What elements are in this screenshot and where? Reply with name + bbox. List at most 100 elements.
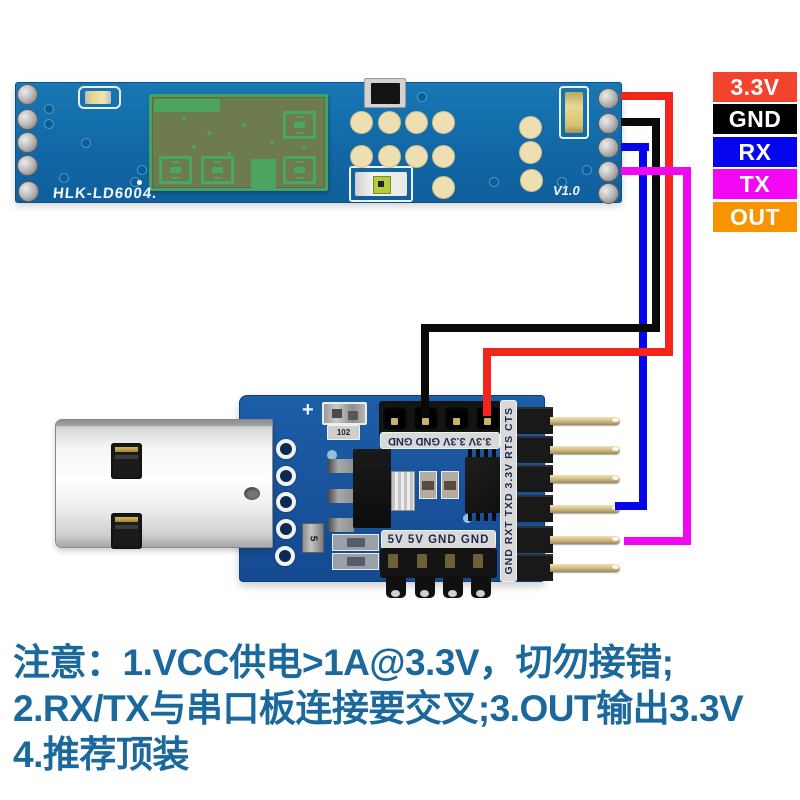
radar-left-pin-solder bbox=[18, 181, 39, 202]
bottom-header-pin bbox=[443, 576, 463, 598]
usb-pin-hole bbox=[276, 466, 296, 486]
smd-diode-5: 5 bbox=[302, 523, 324, 553]
pcb-pad bbox=[405, 145, 428, 168]
label-tx: TX bbox=[713, 169, 797, 199]
right-header-plastic bbox=[517, 495, 553, 522]
smd-capacitor bbox=[559, 86, 589, 139]
radar-pin-out bbox=[598, 183, 619, 204]
wire-tx bbox=[683, 167, 691, 545]
label-3v3: 3.3V bbox=[713, 72, 797, 102]
bottom-header-pin bbox=[386, 576, 406, 598]
radar-silkscreen-name: HLK-LD6004. bbox=[52, 185, 159, 202]
note-line-3: 4.推荐顶装 bbox=[13, 734, 189, 775]
header-socket-gnd bbox=[382, 406, 408, 431]
serial-pin-rts bbox=[550, 446, 620, 454]
status-led bbox=[349, 166, 413, 202]
wire-gnd bbox=[421, 324, 660, 332]
regulator-leg bbox=[328, 518, 354, 532]
antenna-feed-strip bbox=[154, 99, 220, 112]
right-header-plastic bbox=[517, 436, 553, 463]
smd-led bbox=[78, 86, 121, 109]
smd-fuse bbox=[322, 402, 367, 425]
serial-pin-rxd bbox=[550, 536, 620, 544]
wire-3v3 bbox=[621, 92, 673, 100]
antenna-element bbox=[201, 156, 234, 184]
bottom-header-silkscreen: 5V 5V GND GND bbox=[382, 531, 495, 548]
usb-shell-edge bbox=[56, 420, 272, 426]
wire-rx bbox=[621, 143, 649, 151]
radar-left-pin-solder bbox=[17, 155, 38, 176]
smd-capacitor bbox=[419, 471, 437, 499]
label-gnd: GND bbox=[713, 104, 797, 134]
wire-3v3 bbox=[483, 348, 673, 356]
usage-notes: 注意：1.VCC供电>1A@3.3V，切勿接错; 2.RX/TX与串口板连接要交… bbox=[13, 640, 791, 778]
smd-resistor-102: 102 bbox=[327, 425, 360, 440]
right-header-plastic bbox=[517, 407, 553, 434]
wire-rx bbox=[615, 502, 647, 510]
antenna-element bbox=[283, 156, 316, 184]
radar-left-pin-solder bbox=[17, 84, 38, 105]
wire-tx bbox=[624, 537, 691, 545]
smd-crystal bbox=[364, 78, 406, 108]
usb-uart-ic bbox=[465, 457, 505, 513]
usb-pin-hole bbox=[275, 546, 295, 566]
regulator-leg bbox=[328, 459, 354, 473]
wire-tx bbox=[621, 167, 691, 175]
usb-pin-hole bbox=[276, 519, 296, 539]
serial-pin-3v3 bbox=[550, 475, 620, 483]
pcb-pad bbox=[350, 145, 373, 168]
pcb-pad bbox=[405, 111, 428, 134]
serial-pin-cts bbox=[550, 417, 620, 425]
wire-3v3 bbox=[665, 92, 673, 356]
pcb-pad bbox=[350, 111, 373, 134]
pcb-marker-dot bbox=[463, 514, 472, 523]
antenna-ic-shield bbox=[251, 159, 276, 189]
label-rx: RX bbox=[713, 137, 797, 167]
smd-component bbox=[332, 534, 379, 551]
serial-pin-txd bbox=[550, 505, 620, 513]
header-socket-3v3 bbox=[444, 406, 470, 431]
pcb-pad bbox=[520, 169, 543, 192]
right-header-plastic bbox=[517, 554, 553, 581]
pcb-pad bbox=[519, 116, 542, 139]
smd-component bbox=[332, 553, 379, 570]
pcb-pad bbox=[432, 145, 455, 168]
radar-pin-3v3 bbox=[598, 88, 619, 109]
side-header-silkscreen: GND RXT TXD 3.3V RTS CTS bbox=[501, 401, 516, 581]
pcb-marker-dot bbox=[327, 450, 337, 460]
radar-left-pin-solder bbox=[17, 132, 38, 153]
plus-polarity-mark: + bbox=[302, 399, 314, 421]
usb-shell-hole bbox=[244, 487, 260, 500]
radar-left-pin-solder bbox=[17, 109, 38, 130]
smd-capacitor bbox=[441, 471, 459, 499]
pcb-pad bbox=[519, 141, 542, 164]
usb-pin-hole bbox=[276, 492, 296, 512]
right-header-plastic bbox=[517, 526, 553, 553]
wire-3v3 bbox=[483, 348, 491, 416]
top-power-header bbox=[379, 401, 501, 437]
radar-pin-gnd bbox=[598, 113, 619, 134]
bottom-header-pin bbox=[471, 576, 491, 598]
radar-pin-tx bbox=[598, 161, 619, 182]
wire-gnd bbox=[621, 118, 660, 126]
usb-serial-board: 3.3V 3.3V GND GND + 102 5 5V 5V GND GND … bbox=[239, 395, 553, 598]
radar-pin-rx bbox=[598, 137, 619, 158]
bottom-power-header bbox=[380, 548, 497, 578]
serial-pin-gnd bbox=[550, 564, 620, 572]
regulator-tab bbox=[391, 471, 415, 511]
voltage-regulator-ic bbox=[353, 449, 391, 528]
wire-gnd bbox=[421, 324, 429, 416]
pcb-pad bbox=[378, 145, 401, 168]
note-line-1: 注意：1.VCC供电>1A@3.3V，切勿接错; bbox=[13, 642, 674, 683]
usb-pin-hole bbox=[276, 439, 296, 459]
note-line-2: 2.RX/TX与串口板连接要交叉;3.OUT输出3.3V bbox=[13, 688, 744, 729]
radar-antenna-patch bbox=[149, 94, 328, 191]
top-header-silkscreen: 3.3V 3.3V GND GND bbox=[381, 433, 499, 448]
antenna-element bbox=[159, 156, 192, 184]
silkscreen-dot bbox=[137, 180, 142, 185]
usb-plug bbox=[55, 419, 273, 549]
wire-gnd bbox=[652, 118, 660, 332]
usb-contact-window bbox=[111, 443, 142, 479]
radar-module-board: HLK-LD6004. V1.0 bbox=[15, 78, 622, 204]
pcb-pad bbox=[432, 176, 455, 199]
